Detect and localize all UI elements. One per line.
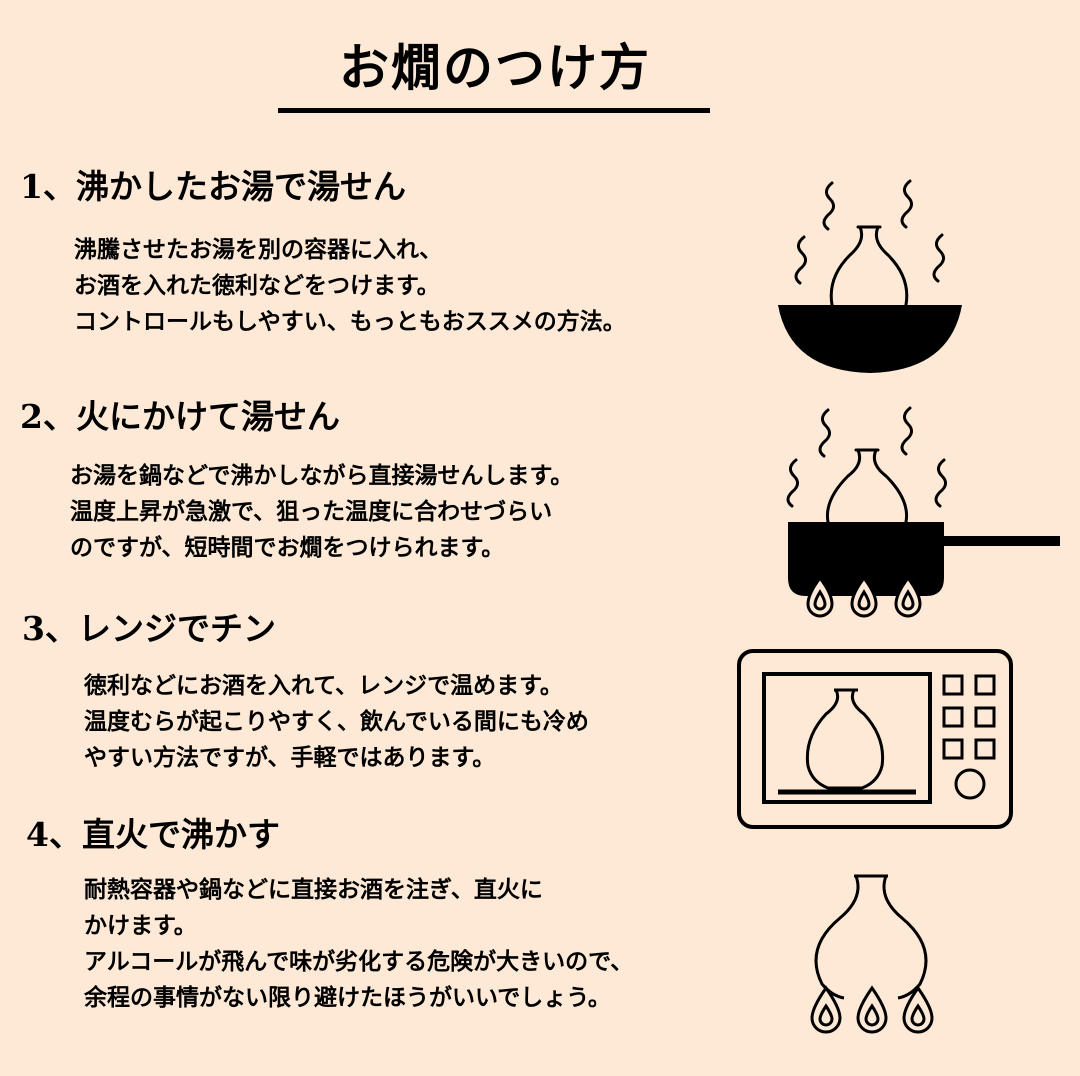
microwave-icon bbox=[737, 649, 1013, 829]
section-2-line: のですが、短時間でお燗をつけられます。 bbox=[70, 534, 505, 561]
section-2-text: お湯を鍋などで沸かしながら直接湯せんします。 温度上昇が急激で、狙った温度に合わ… bbox=[70, 458, 573, 566]
section-4-line: かけます。 bbox=[84, 912, 197, 939]
section-1-line: お酒を入れた徳利などをつけます。 bbox=[74, 272, 440, 299]
page-title: お燗のつけ方 bbox=[339, 38, 651, 97]
section-4-heading: 4、直火で沸かす bbox=[26, 815, 280, 854]
section-4-line: アルコールが飛んで味が劣化する危険が大きいので、 bbox=[84, 948, 634, 975]
section-3-text: 徳利などにお酒を入れて、レンジで温めます。 温度むらが起こりやすく、飲んでいる間… bbox=[84, 668, 589, 776]
section-2-line: お湯を鍋などで沸かしながら直接湯せんします。 bbox=[70, 462, 574, 489]
section-1-heading: 1、沸かしたお湯で湯せん bbox=[20, 167, 406, 206]
section-2-line: 温度上昇が急激で、狙った温度に合わせづらい bbox=[70, 498, 553, 525]
section-1-line: 沸騰させたお湯を別の容器に入れ、 bbox=[74, 236, 443, 263]
section-4-line: 耐熱容器や鍋などに直接お酒を注ぎ、直火に bbox=[84, 876, 543, 903]
section-3-line: 温度むらが起こりやすく、飲んでいる間にも冷め bbox=[84, 708, 589, 735]
direct-flame-icon bbox=[810, 874, 934, 1034]
section-3-heading: 3、レンジでチン bbox=[22, 609, 276, 648]
title-underline bbox=[278, 108, 710, 113]
section-4-text: 耐熱容器や鍋などに直接お酒を注ぎ、直火に かけます。 アルコールが飛んで味が劣化… bbox=[84, 872, 633, 1016]
bowl-bath-icon bbox=[778, 179, 962, 373]
section-3-line: 徳利などにお酒を入れて、レンジで温めます。 bbox=[84, 672, 563, 699]
section-2-heading: 2、火にかけて湯せん bbox=[20, 397, 340, 436]
section-4-line: 余程の事情がない限り避けたほうがいいでしょう。 bbox=[84, 984, 611, 1011]
section-1-text: 沸騰させたお湯を別の容器に入れ、 お酒を入れた徳利などをつけます。 コントロール… bbox=[74, 232, 626, 340]
section-1-line: コントロールもしやすい、もっともおススメの方法。 bbox=[74, 308, 626, 335]
section-3-line: やすい方法ですが、手軽ではあります。 bbox=[84, 744, 496, 771]
pan-on-stove-icon bbox=[786, 406, 1060, 618]
